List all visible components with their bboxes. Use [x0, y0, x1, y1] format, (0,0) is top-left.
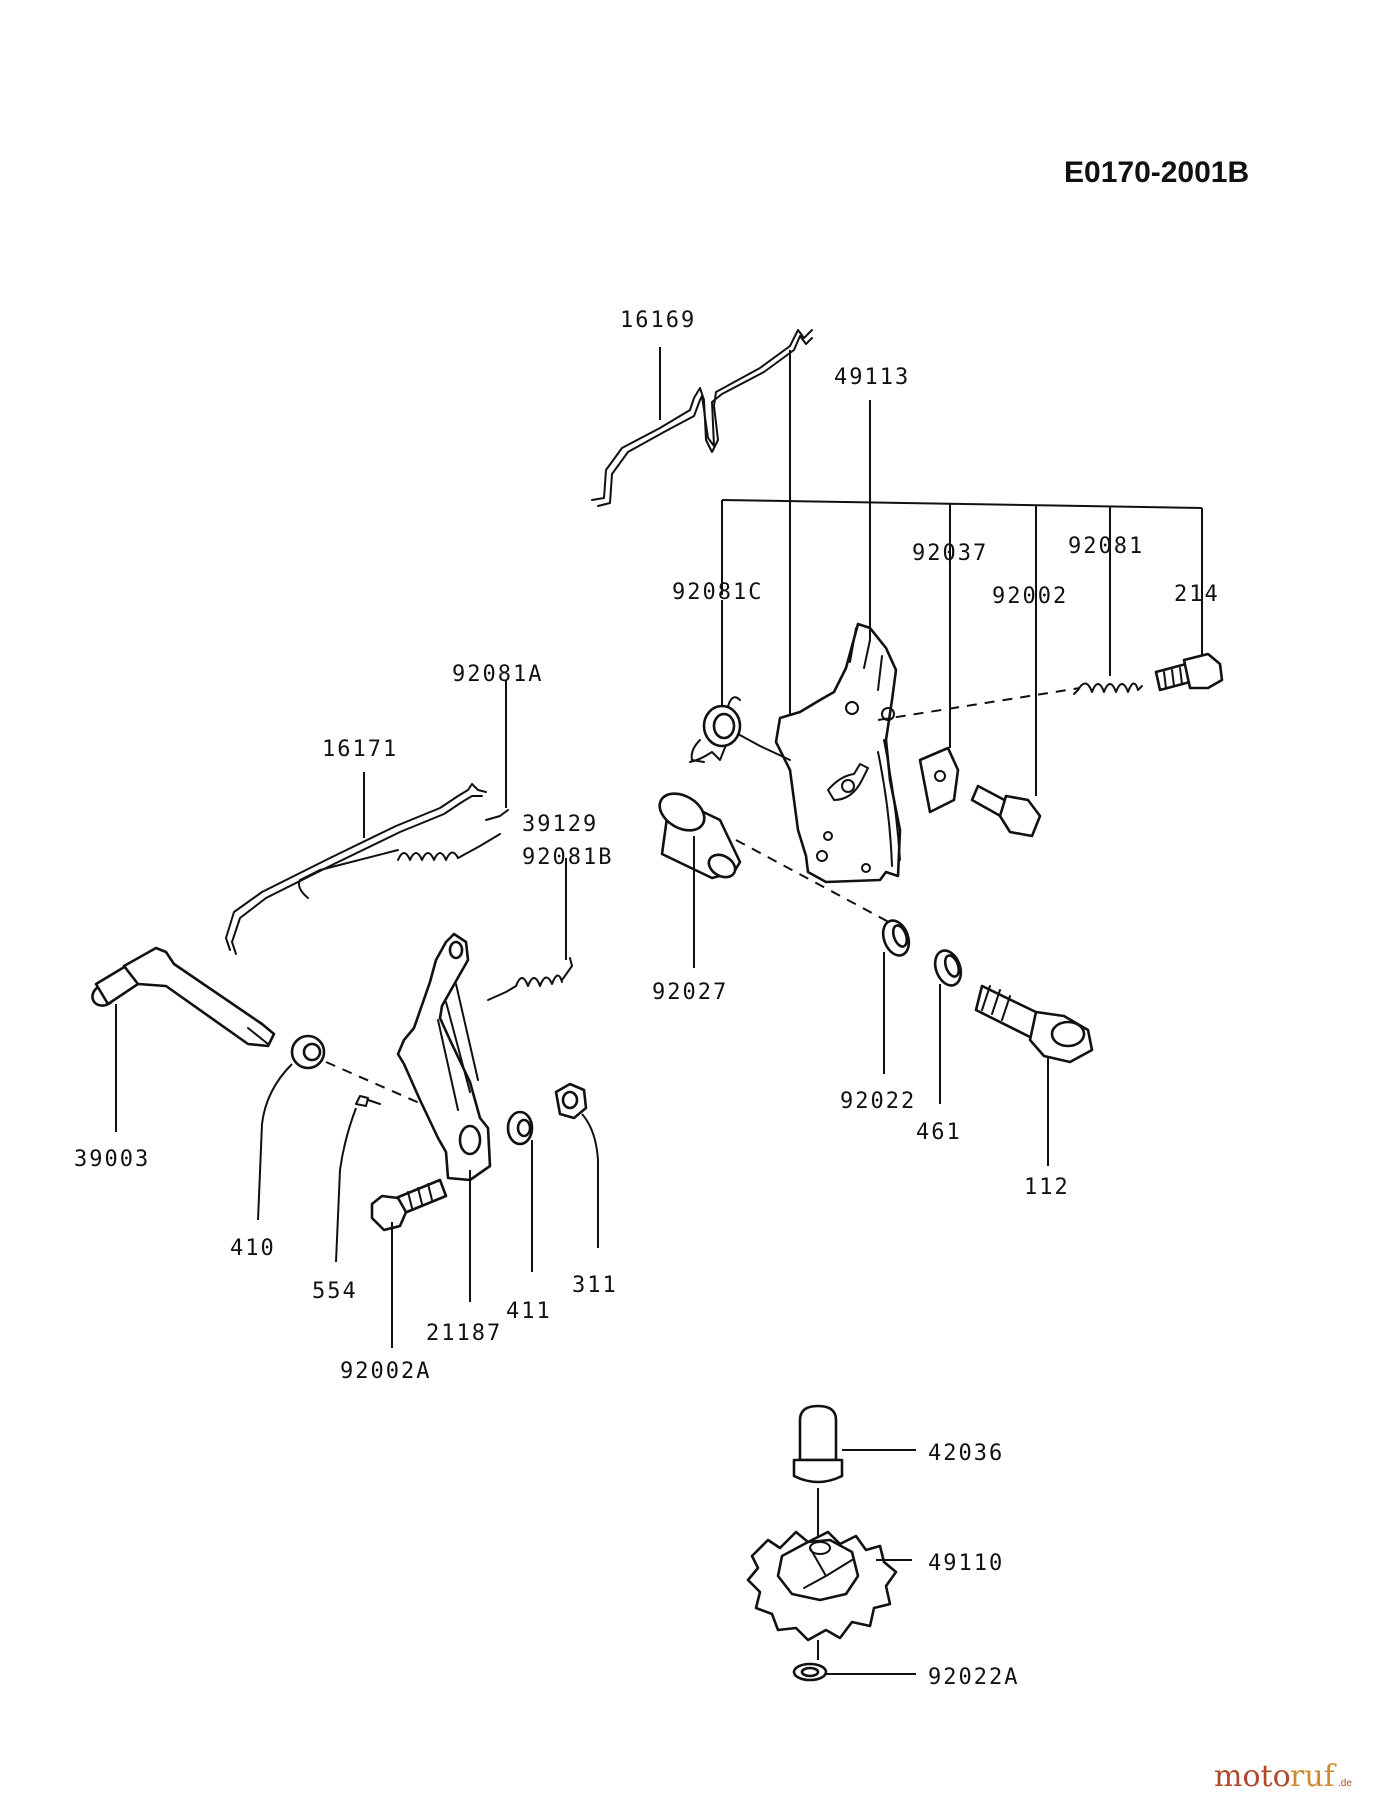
part-92022-washer: [881, 919, 911, 957]
part-49110-gear: [746, 1530, 898, 1642]
axis-line-214: [877, 687, 1081, 721]
label-411: 411: [506, 1299, 552, 1324]
label-92002A: 92002A: [340, 1359, 431, 1384]
label-39129: 39129: [522, 812, 598, 837]
part-92081-spring: [1073, 682, 1143, 695]
label-214: 214: [1174, 582, 1220, 607]
part-39129-spring: [298, 809, 509, 899]
part-39003-shaft: [91, 946, 276, 1048]
label-554: 554: [312, 1279, 358, 1304]
leader-311: [581, 1113, 599, 1248]
part-92022A-washer: [792, 1662, 828, 1682]
drawing-number: E0170-2001B: [1064, 156, 1249, 189]
leader-554: [335, 1107, 357, 1263]
label-92002: 92002: [992, 584, 1068, 609]
part-92002A-bolt: [370, 1178, 448, 1232]
part-410-washer: [290, 1034, 326, 1070]
part-92081B-spring: [487, 957, 573, 1001]
part-16169-spring-wire: [591, 329, 813, 507]
part-16171-rod: [225, 783, 487, 955]
label-92037: 92037: [912, 541, 988, 566]
part-92027-collar: [658, 792, 742, 880]
leader-group-bracket: [721, 499, 1203, 655]
label-92022: 92022: [840, 1089, 916, 1114]
label-16171: 16171: [322, 737, 398, 762]
part-214-screw: [1154, 652, 1224, 692]
label-311: 311: [572, 1273, 618, 1298]
label-21187: 21187: [426, 1321, 502, 1346]
part-49113-control-plate: [689, 622, 902, 884]
label-39003: 39003: [74, 1147, 150, 1172]
part-92037-clip: [918, 746, 960, 814]
part-461-washer: [933, 949, 963, 987]
axis-line-112: [735, 839, 901, 929]
part-112-bolt: [974, 984, 1094, 1064]
axis-line-410: [325, 1061, 441, 1113]
label-16169: 16169: [620, 308, 696, 333]
label-92081C: 92081C: [672, 580, 763, 605]
label-92081B: 92081B: [522, 845, 613, 870]
label-461: 461: [916, 1120, 962, 1145]
part-92002-bolt: [970, 784, 1042, 838]
svg-text:ruf: ruf: [1290, 1759, 1337, 1794]
label-92027: 92027: [652, 980, 728, 1005]
label-92022A: 92022A: [928, 1665, 1019, 1690]
label-92081: 92081: [1068, 534, 1144, 559]
watermark-logo: moto ruf .de: [1214, 1759, 1352, 1794]
part-42036-pin: [792, 1404, 844, 1484]
label-42036: 42036: [928, 1441, 1004, 1466]
label-112: 112: [1024, 1175, 1070, 1200]
label-92081A: 92081A: [452, 662, 543, 687]
label-49110: 49110: [928, 1551, 1004, 1576]
leader-410: [257, 1063, 293, 1221]
part-311-nut: [554, 1082, 588, 1120]
svg-text:.de: .de: [1338, 1778, 1352, 1789]
label-410: 410: [230, 1236, 276, 1261]
svg-text:moto: moto: [1214, 1759, 1291, 1794]
part-411-washer: [506, 1110, 534, 1146]
part-21187-governor-arm: [396, 932, 492, 1182]
part-554-pin: [355, 1095, 381, 1107]
label-49113: 49113: [834, 365, 910, 390]
part-92081C-spring: [690, 704, 791, 763]
